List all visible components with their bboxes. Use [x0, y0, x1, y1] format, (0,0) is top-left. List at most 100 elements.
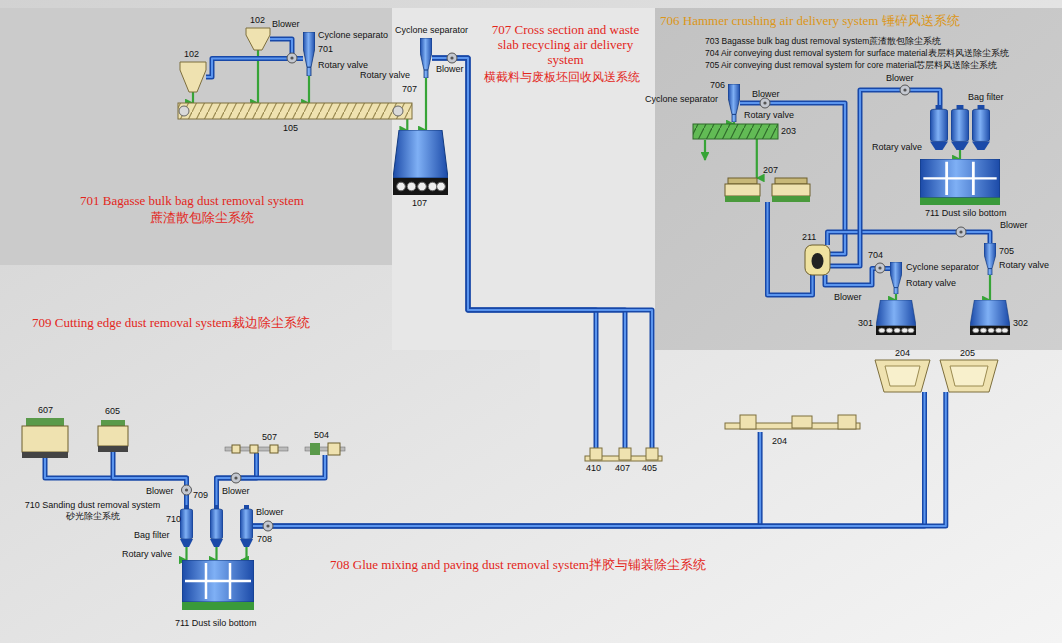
air-duct [113, 452, 187, 505]
label-text: Cyclone separator [906, 262, 979, 273]
label-text: Bag filter [134, 530, 170, 541]
cyclone-separator: 705Rotary valve [984, 243, 996, 275]
label-text: Rotary valve [318, 60, 368, 71]
label-text: Rotary valve [872, 142, 922, 153]
equipment-label: Blower [886, 73, 914, 84]
label-text: 701 [318, 44, 333, 55]
label-text: 707 Cross section and waste slab recycli… [488, 22, 643, 67]
label-text: 405 [642, 463, 657, 474]
label-text: 204 [895, 348, 910, 359]
air-duct [432, 58, 596, 448]
separator-unit: 211 [805, 245, 830, 275]
sanding-machine: 607 [22, 418, 68, 458]
material-flow-arrow [193, 92, 194, 103]
label-text: 301 [858, 318, 873, 329]
bag-filter: 708 [240, 505, 253, 547]
label-text: 蔗渣散包除尘系统 [150, 210, 254, 225]
dust-silo: 711 Dust silo bottom [182, 560, 254, 610]
region-panel: 707 Cross section and waste slab recycli… [392, 8, 655, 350]
equipment-label: Blower [1000, 220, 1028, 231]
label-text: Rotary valve [999, 260, 1049, 271]
equipment-label: Blower [834, 292, 862, 303]
equipment-label: Blower [222, 486, 250, 497]
label-text: Cyclone separator [645, 94, 718, 105]
material-flow-arrow [216, 547, 217, 560]
label-text: 705 Air conveying dust removal system fo… [705, 60, 997, 70]
bag-filter: Bag filter710 [180, 505, 193, 547]
label-text: 203 [781, 126, 796, 137]
equipment-label: Blower [272, 19, 300, 30]
label-text: Cyclone separator [395, 25, 468, 36]
cyclone-separator: Cyclone separatorRotary valve707 [420, 38, 432, 78]
material-flow-arrow [241, 547, 247, 560]
sanding-machine: 605 [98, 420, 128, 452]
label-text: 711 Dust silo bottom [925, 208, 1006, 219]
material-flow-arrow [426, 78, 427, 130]
label-text: 211 [802, 232, 816, 243]
label-text: 105 [283, 123, 298, 134]
material-flow-arrow [990, 275, 991, 300]
equipment-label: Blower [256, 507, 284, 518]
forming-head: 204 [875, 360, 930, 392]
label-text: 704 Air conveying dust removal system fo… [705, 48, 1009, 58]
system-label: 708 Glue mixing and paving dust removal … [330, 557, 706, 572]
air-duct [253, 392, 946, 526]
conveyor-station: 407 [619, 448, 631, 460]
air-duct [432, 58, 625, 448]
equipment-label: Rotary valve [122, 549, 172, 560]
label-text: 706 [710, 80, 725, 91]
air-duct [217, 455, 326, 505]
label-text: 107 [412, 198, 427, 209]
equipment-label: Blower [752, 89, 780, 100]
conveyor-station: 410 [590, 448, 602, 460]
system-label: 709 Cutting edge dust removal system裁边除尘… [32, 315, 310, 330]
label-text: Rotary valve [360, 70, 410, 81]
air-duct [253, 392, 925, 526]
label-text: 705 [999, 246, 1014, 257]
bag-filter: Bag filterRotary valve [930, 105, 990, 150]
label-text: 407 [615, 463, 630, 474]
label-text: 605 [105, 406, 120, 417]
material-flow-arrow [407, 119, 408, 130]
label-text: Bag filter [968, 92, 1004, 103]
screw-conveyor: 203 [693, 124, 778, 139]
storage-bin: 301 [876, 300, 916, 335]
air-duct [432, 58, 652, 448]
label-text: 504 [314, 430, 329, 441]
trimming-saw: 504 [305, 443, 345, 455]
label-text: 207 [763, 165, 778, 176]
label-text: 708 [257, 534, 272, 545]
label-text: 711 Dust silo bottom [175, 618, 256, 629]
label-text: 205 [960, 348, 975, 359]
cyclone-separator: 704Cyclone separatorRotary valve [890, 262, 902, 294]
conveyor-station: 405 [646, 448, 658, 460]
label-text: 703 Bagasse bulk bag dust removal system… [705, 36, 941, 46]
label-text: 707 [402, 84, 417, 95]
forming-head: 205 [940, 360, 998, 392]
label-text: 横截料与废板坯回收风送系统 [484, 70, 640, 84]
material-flow-arrow [756, 139, 757, 178]
storage-bin: 302 [970, 300, 1010, 335]
label-text: 710 [166, 514, 181, 525]
air-duct [45, 458, 187, 505]
label-text: 704 [868, 250, 883, 261]
forming-line: 204 [725, 415, 860, 432]
material-flow-arrow [896, 294, 897, 300]
label-text: 507 [262, 432, 277, 443]
equipment-label: Blower [146, 486, 174, 497]
hammer-mill: 207 [725, 178, 810, 202]
label-text: 302 [1013, 318, 1028, 329]
label-text: Rotary valve [906, 278, 956, 289]
system-label: 710 Sanding dust removal system 砂光除尘系统 [20, 500, 165, 522]
region-panel: 701 Bagasse bulk bag dust removal system… [0, 8, 392, 265]
material-flow-arrow [960, 150, 961, 159]
label-text: 204 [772, 436, 787, 447]
bag-filter: 709 [210, 505, 223, 547]
hopper: 102 [180, 62, 206, 92]
equipment-label: Blower [436, 64, 464, 75]
trimming-line: 507 [225, 445, 288, 453]
label-text: 709 [193, 490, 208, 501]
screw-conveyor: 105 [178, 103, 412, 119]
label-text: Cyclone separato [318, 30, 388, 41]
